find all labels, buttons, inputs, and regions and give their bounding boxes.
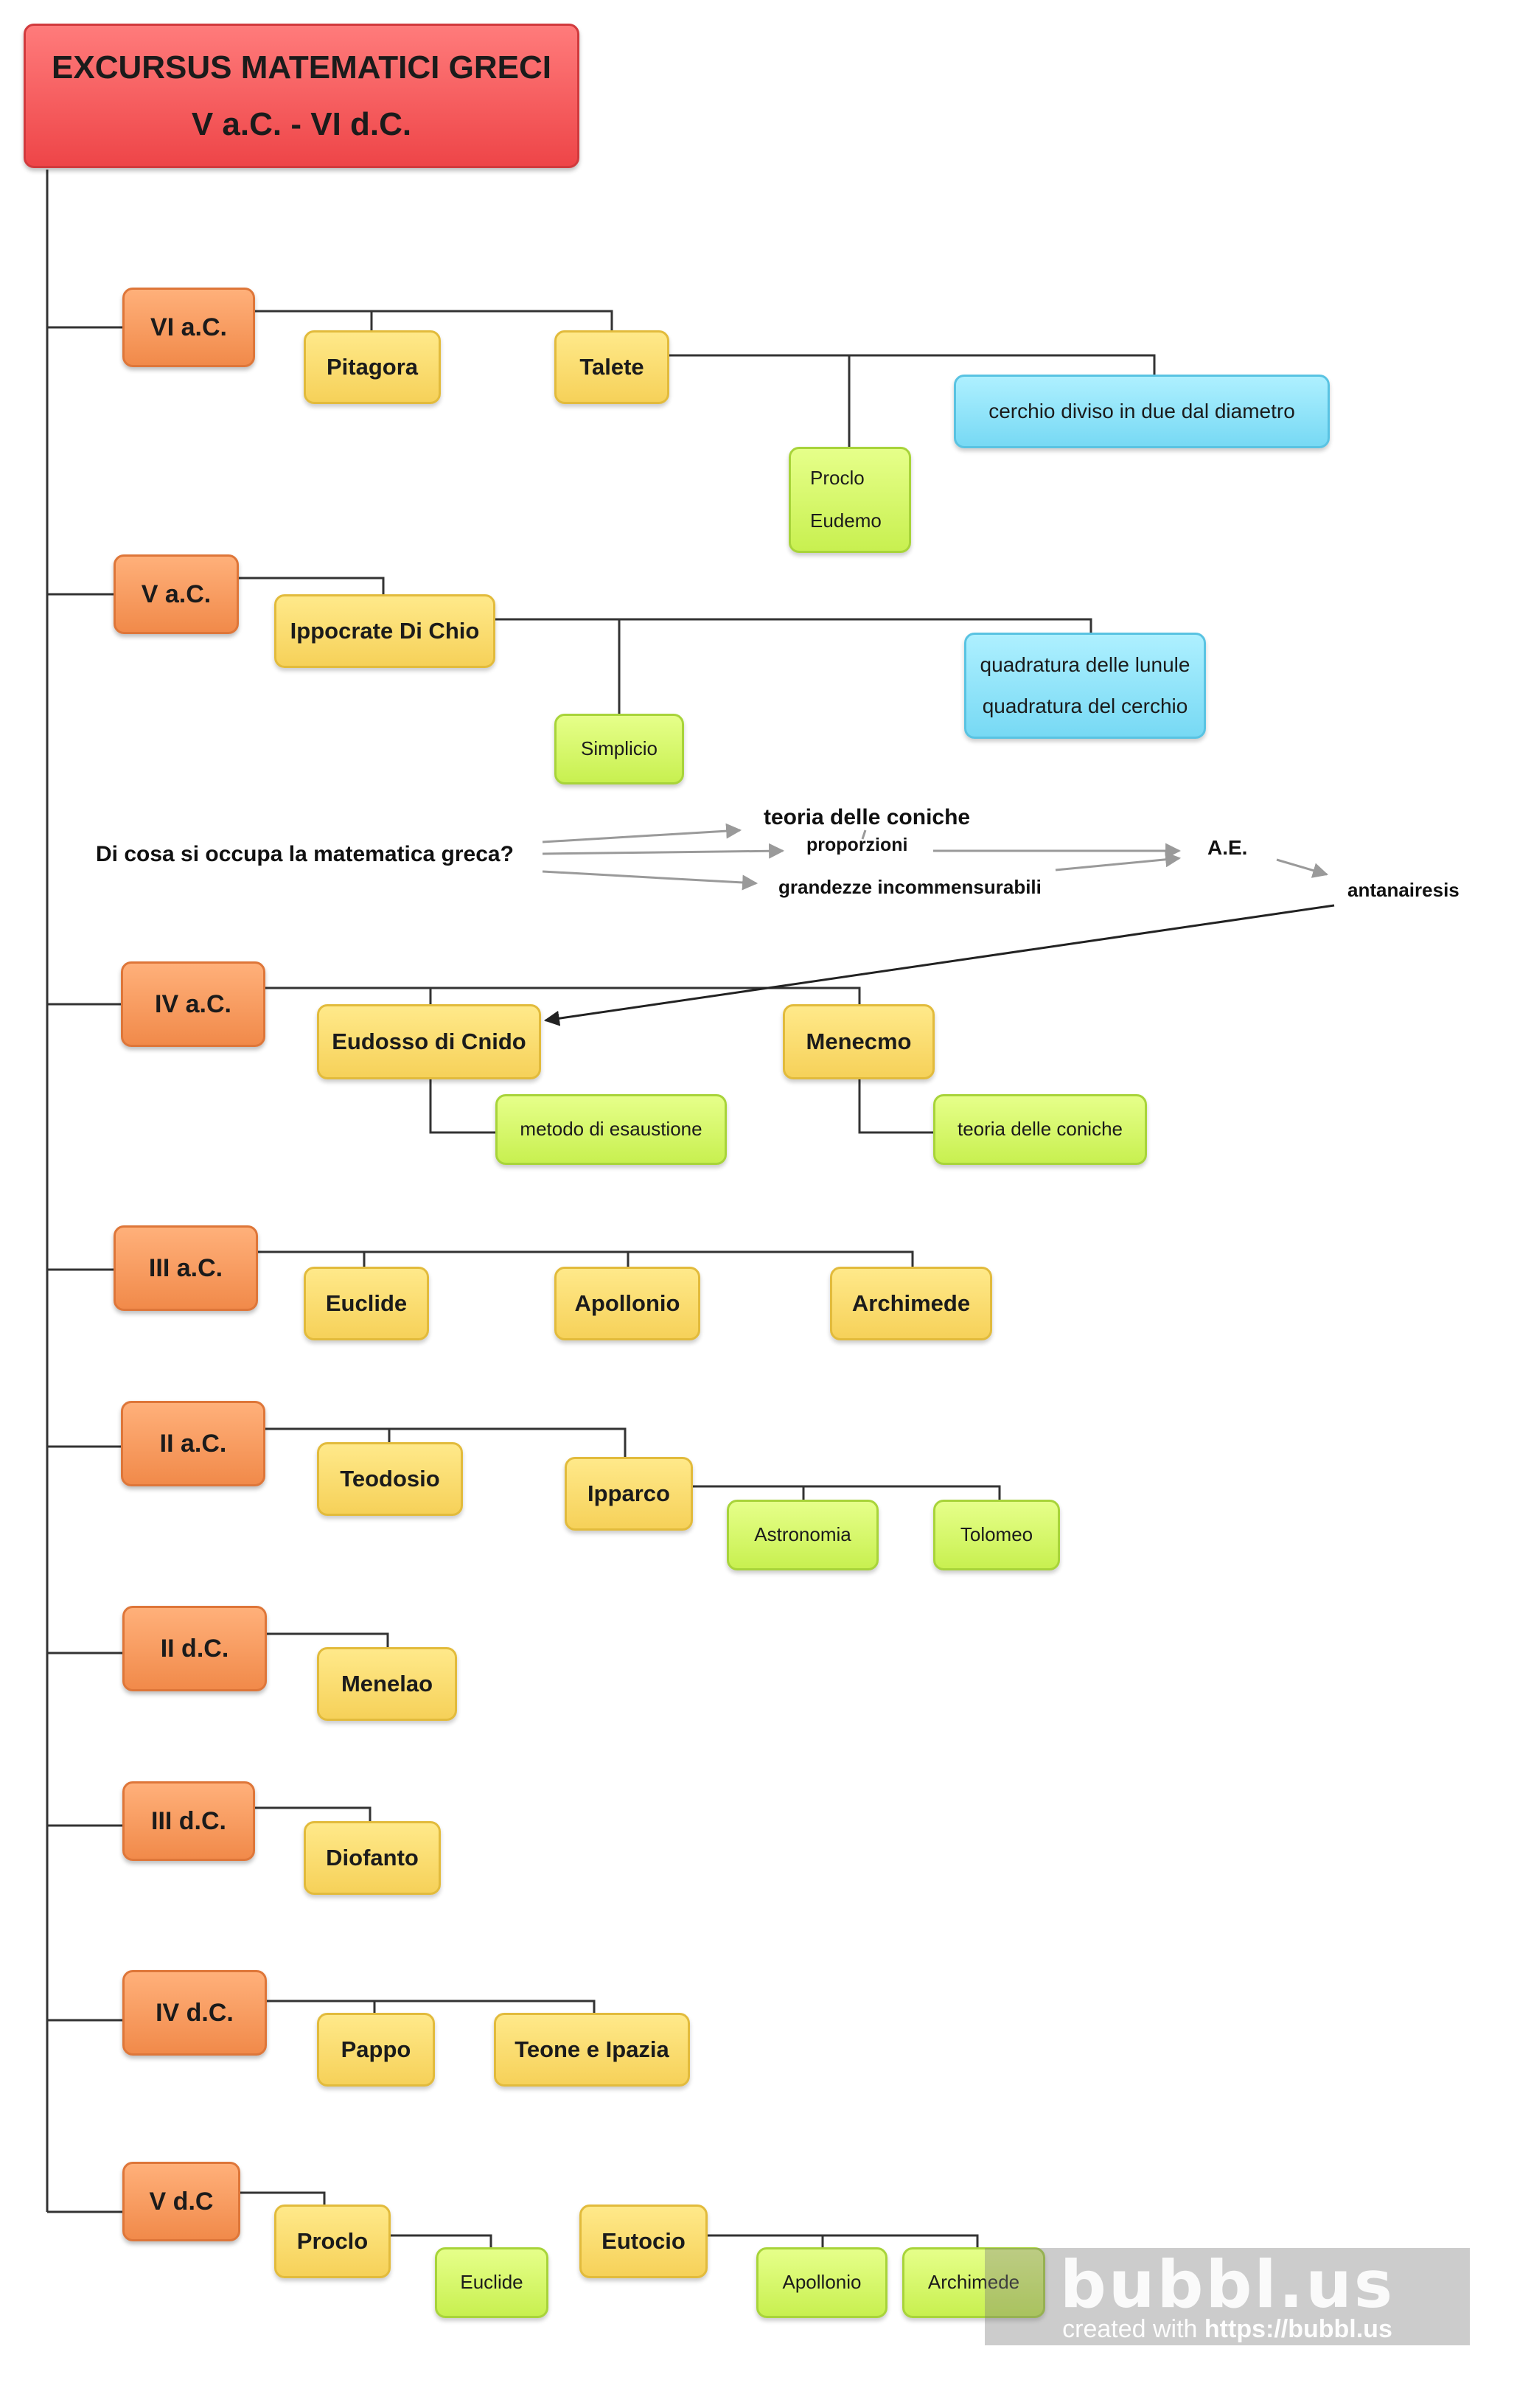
label-teoria-coniche: teoria delle coniche bbox=[764, 805, 971, 829]
topic-coniche[interactable]: teoria delle coniche bbox=[933, 1094, 1147, 1165]
bubblus-logo[interactable]: bubbl.us bbox=[1059, 2247, 1395, 2322]
person-label: Teodosio bbox=[340, 1465, 440, 1492]
person-label: Proclo bbox=[296, 2227, 369, 2254]
century-iv-ac[interactable]: IV a.C. bbox=[121, 961, 265, 1047]
topic-archimede[interactable]: Archimede bbox=[902, 2247, 1045, 2318]
century-label: II a.C. bbox=[159, 1429, 227, 1458]
label-grandezze: grandezze incommensurabili bbox=[778, 876, 1042, 898]
topic-astronomia[interactable]: Astronomia bbox=[727, 1500, 879, 1570]
person-label: Pitagora bbox=[326, 353, 419, 380]
topic-label: Tolomeo bbox=[960, 1523, 1033, 1546]
person-label: Eudosso di Cnido bbox=[332, 1028, 526, 1054]
person-teodosio[interactable]: Teodosio bbox=[317, 1442, 463, 1516]
title-line-2: V a.C. - VI d.C. bbox=[191, 106, 412, 142]
century-label: IV a.C. bbox=[155, 989, 231, 1018]
watermark-band bbox=[985, 2248, 1470, 2345]
fact-line: quadratura del cerchio bbox=[982, 695, 1188, 717]
topic-proclo-eudemo[interactable]: Proclo Eudemo bbox=[789, 447, 911, 553]
topic-apollonio[interactable]: Apollonio bbox=[756, 2247, 887, 2318]
century-iv-dc[interactable]: IV d.C. bbox=[122, 1970, 267, 2056]
title-node[interactable]: EXCURSUS MATEMATICI GRECI V a.C. - VI d.… bbox=[24, 24, 579, 168]
label-ae: A.E. bbox=[1207, 836, 1248, 859]
person-label: Ipparco bbox=[587, 1480, 670, 1506]
created-with-text[interactable]: created with https://bubbl.us bbox=[985, 2315, 1470, 2344]
century-label: III a.C. bbox=[148, 1253, 223, 1282]
created-url: https://bubbl.us bbox=[1204, 2315, 1392, 2343]
person-diofanto[interactable]: Diofanto bbox=[304, 1821, 441, 1895]
century-label: V a.C. bbox=[141, 580, 212, 608]
topic-simplicio[interactable]: Simplicio bbox=[554, 714, 684, 784]
person-label: Apollonio bbox=[574, 1290, 680, 1316]
fact-label: cerchio diviso in due dal diametro bbox=[988, 399, 1295, 422]
topic-label: Simplicio bbox=[580, 737, 658, 760]
person-pitagora[interactable]: Pitagora bbox=[304, 330, 441, 404]
person-ipparco[interactable]: Ipparco bbox=[565, 1457, 693, 1531]
topic-label: metodo di esaustione bbox=[520, 1118, 702, 1141]
person-label: Talete bbox=[579, 353, 644, 380]
century-iii-ac[interactable]: III a.C. bbox=[114, 1225, 258, 1311]
century-v-dc[interactable]: V d.C bbox=[122, 2162, 240, 2241]
person-menelao[interactable]: Menelao bbox=[317, 1647, 457, 1721]
century-label: IV d.C. bbox=[156, 1998, 234, 2027]
label-proporzioni: proporzioni bbox=[806, 835, 908, 855]
person-eudosso[interactable]: Eudosso di Cnido bbox=[317, 1004, 541, 1079]
person-label: Archimede bbox=[851, 1290, 971, 1316]
century-label: III d.C. bbox=[151, 1806, 226, 1835]
century-v-ac[interactable]: V a.C. bbox=[114, 554, 239, 634]
topic-tolomeo[interactable]: Tolomeo bbox=[933, 1500, 1060, 1570]
topic-euclide[interactable]: Euclide bbox=[435, 2247, 548, 2318]
fact-cerchio[interactable]: cerchio diviso in due dal diametro bbox=[954, 375, 1330, 448]
person-eutocio[interactable]: Eutocio bbox=[579, 2205, 708, 2278]
person-label: Menecmo bbox=[806, 1028, 912, 1054]
person-label: Ippocrate Di Chio bbox=[290, 617, 480, 644]
person-label: Euclide bbox=[325, 1290, 408, 1316]
century-vi-ac[interactable]: VI a.C. bbox=[122, 288, 255, 367]
century-ii-dc[interactable]: II d.C. bbox=[122, 1606, 267, 1691]
topic-label: Apollonio bbox=[782, 2271, 862, 2294]
person-label: Diofanto bbox=[326, 1844, 419, 1871]
person-apollonio[interactable]: Apollonio bbox=[554, 1267, 700, 1340]
question-text: Di cosa si occupa la matematica greca? bbox=[96, 842, 514, 866]
person-archimede[interactable]: Archimede bbox=[830, 1267, 992, 1340]
person-talete[interactable]: Talete bbox=[554, 330, 669, 404]
person-ippocrate[interactable]: Ippocrate Di Chio bbox=[274, 594, 495, 668]
topic-line: Eudemo bbox=[810, 509, 882, 532]
person-label: Pappo bbox=[341, 2036, 411, 2062]
topic-label: teoria delle coniche bbox=[957, 1118, 1123, 1141]
title-line-1: EXCURSUS MATEMATICI GRECI bbox=[52, 49, 551, 86]
topic-esaustione[interactable]: metodo di esaustione bbox=[495, 1094, 727, 1165]
person-euclide[interactable]: Euclide bbox=[304, 1267, 429, 1340]
century-ii-ac[interactable]: II a.C. bbox=[121, 1401, 265, 1486]
fact-quadratura[interactable]: quadratura delle lunule quadratura del c… bbox=[964, 633, 1206, 739]
person-label: Teone e Ipazia bbox=[515, 2036, 669, 2062]
person-label: Eutocio bbox=[601, 2227, 686, 2254]
topic-label: Astronomia bbox=[754, 1523, 851, 1546]
person-proclo[interactable]: Proclo bbox=[274, 2205, 391, 2278]
topic-label: Euclide bbox=[460, 2271, 523, 2294]
topic-label: Archimede bbox=[927, 2271, 1020, 2294]
century-label: VI a.C. bbox=[150, 313, 227, 341]
topic-line: Proclo bbox=[810, 467, 865, 490]
person-menecmo[interactable]: Menecmo bbox=[783, 1004, 935, 1079]
person-teone[interactable]: Teone e Ipazia bbox=[494, 2013, 690, 2087]
century-label: V d.C bbox=[149, 2187, 214, 2216]
created-prefix: created with bbox=[1062, 2315, 1204, 2343]
label-antanairesis: antanairesis bbox=[1347, 879, 1460, 901]
century-label: II d.C. bbox=[160, 1634, 229, 1663]
person-label: Menelao bbox=[341, 1670, 433, 1697]
century-iii-dc[interactable]: III d.C. bbox=[122, 1781, 255, 1861]
fact-line: quadratura delle lunule bbox=[980, 653, 1190, 676]
person-pappo[interactable]: Pappo bbox=[317, 2013, 435, 2087]
